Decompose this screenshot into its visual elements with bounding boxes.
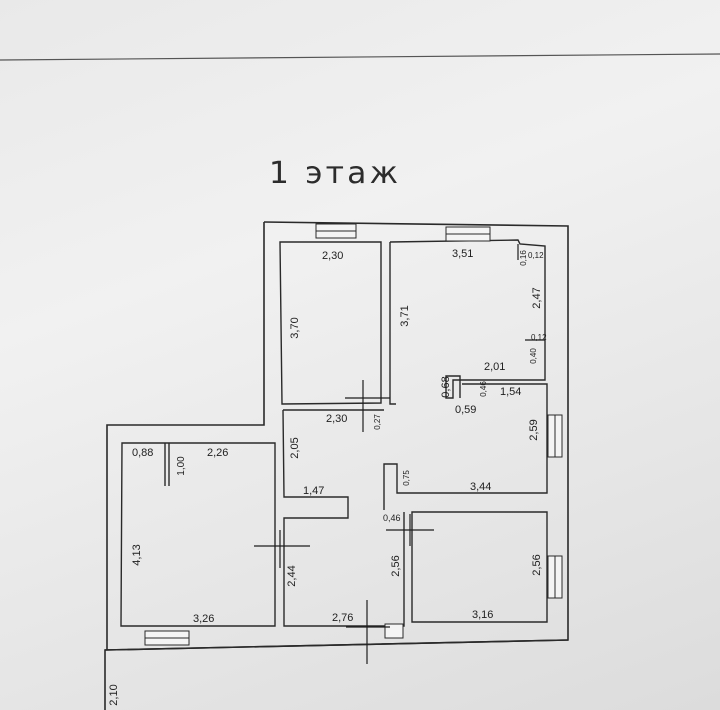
outer-wall-bottom — [104, 639, 569, 651]
room-2 — [389, 239, 546, 399]
room-walls — [120, 239, 548, 627]
dim-label: 2,47 — [531, 287, 543, 308]
dim-label: 4,13 — [131, 544, 143, 565]
room-3 — [120, 442, 276, 627]
dim-label: 0,59 — [455, 404, 476, 416]
dim-label: 3,51 — [452, 248, 473, 260]
dim-label: 2,56 — [390, 555, 402, 576]
hall-left-wall — [282, 409, 405, 627]
dim-label: 0,75 — [402, 470, 411, 486]
dim-label: 0,46 — [383, 513, 401, 523]
dimension-labels: 2,30 3,70 3,71 3,51 0,16 0,12 2,47 0,12 … — [108, 248, 547, 706]
room-4 — [411, 511, 548, 623]
dim-label: 2,56 — [531, 554, 543, 575]
room-1 — [279, 241, 382, 405]
outer-walls — [104, 221, 569, 710]
dim-label: 0,12 — [531, 333, 547, 342]
dim-label: 0,40 — [529, 348, 538, 364]
dim-label: 1,47 — [303, 485, 324, 497]
dim-label: 2,10 — [108, 684, 120, 705]
floor-title: 1 этаж — [268, 156, 402, 191]
sheet-top-border — [0, 53, 720, 61]
dim-label: 2,05 — [289, 437, 301, 458]
dim-label: 3,71 — [399, 305, 411, 326]
dim-label: 2,76 — [332, 612, 353, 624]
dim-label: 0,12 — [528, 251, 544, 260]
dim-label: 0,46 — [479, 381, 488, 397]
dim-label: 0,16 — [519, 250, 528, 266]
dim-label: 0,68 — [440, 376, 452, 397]
vent-bottom — [384, 623, 404, 639]
dim-label: 3,26 — [193, 613, 214, 625]
outer-wall-left — [106, 222, 265, 650]
windows — [144, 223, 563, 646]
door-marks — [254, 244, 545, 664]
dim-label: 0,88 — [132, 447, 153, 459]
dim-label: 3,44 — [470, 481, 491, 493]
dim-label: 3,16 — [472, 609, 493, 621]
dim-label: 2,44 — [286, 565, 298, 586]
dim-label: 1,54 — [500, 386, 521, 398]
dim-label: 2,01 — [484, 361, 505, 373]
room-2-left-wall — [389, 242, 396, 405]
dim-label: 3,70 — [289, 317, 301, 338]
hall-right-wall — [383, 383, 548, 510]
dim-label: 2,30 — [322, 250, 343, 262]
dim-label: 0,27 — [373, 414, 382, 430]
dim-label: 2,59 — [528, 419, 540, 440]
dim-label: 2,30 — [326, 413, 347, 425]
dim-label: 2,26 — [207, 447, 228, 459]
dim-label: 1,00 — [176, 456, 187, 476]
